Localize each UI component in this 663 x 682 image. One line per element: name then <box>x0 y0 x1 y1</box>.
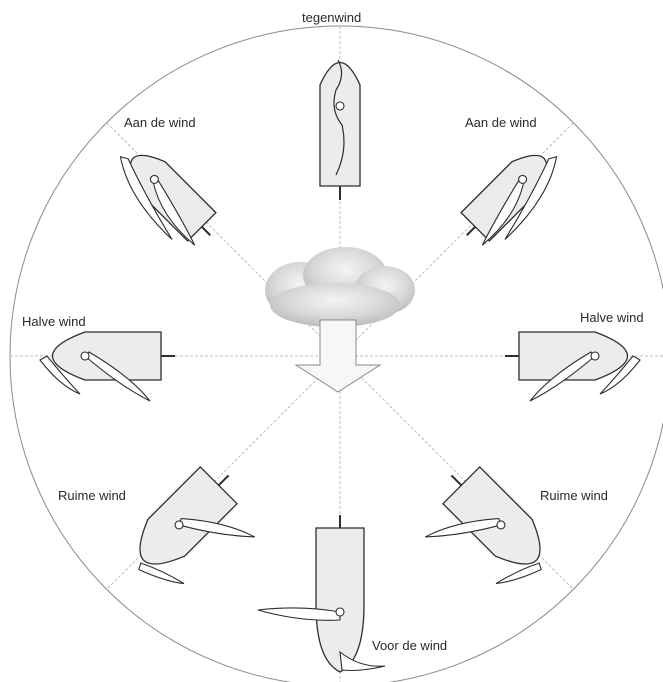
boat-broad-reach-starboard <box>408 457 562 611</box>
boat-beam-reach-starboard <box>505 332 640 401</box>
boat-beam-reach-port <box>40 332 175 401</box>
label-halve-wind-left: Halve wind <box>22 314 86 329</box>
boat-close-hauled-port <box>105 137 225 257</box>
boat-head-to-wind <box>320 60 360 200</box>
boat-close-hauled-starboard <box>453 137 573 257</box>
cloud-icon <box>265 247 415 327</box>
boat-running <box>258 515 385 672</box>
label-tegenwind: tegenwind <box>302 10 361 25</box>
label-voor-de-wind: Voor de wind <box>372 638 447 653</box>
label-ruime-wind-right: Ruime wind <box>540 488 608 503</box>
label-aan-de-wind-left: Aan de wind <box>124 115 196 130</box>
label-ruime-wind-left: Ruime wind <box>58 488 126 503</box>
boat-broad-reach-port <box>118 457 272 611</box>
label-halve-wind-right: Halve wind <box>580 310 644 325</box>
label-aan-de-wind-right: Aan de wind <box>465 115 537 130</box>
